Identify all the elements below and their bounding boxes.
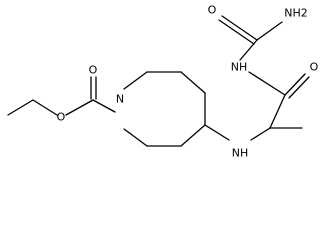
bond-amine-ch [250, 127, 271, 141]
bond-carbonyl-ring-n [92, 99, 116, 113]
atom-nh-amine: NH [232, 147, 249, 160]
bond-ring-amine [204, 124, 230, 141]
bond-imide-urea [239, 39, 258, 61]
molecule-structure: NH2 O NH O O O N NH [7, 4, 319, 160]
atom-o-urea: O [208, 4, 217, 17]
bonds [7, 15, 310, 147]
atom-o-ester-carbonyl: O [89, 64, 98, 77]
bond-urea-double-2 [218, 19, 255, 45]
bond-amide-double-2 [288, 76, 310, 99]
bond-ring-7 [123, 128, 148, 147]
bond-ester-o-carbonyl [65, 99, 94, 116]
atom-n-ring: N [116, 93, 124, 106]
atom-nh-imide: NH [231, 61, 248, 74]
bond-amide-double-1 [284, 73, 306, 96]
atom-labels: NH2 O NH O O O N NH [57, 4, 319, 160]
bond-ring-5 [180, 124, 206, 147]
bond-ring-3 [180, 71, 206, 94]
bond-ethyl-ester-o [32, 99, 58, 116]
bond-urea-nh2 [256, 21, 283, 41]
bond-urea-double-1 [221, 15, 258, 41]
bond-amide-imide [248, 71, 286, 96]
atom-o-amide: O [310, 61, 319, 74]
atom-nh2: NH2 [284, 7, 308, 20]
atom-o-ester: O [57, 111, 66, 124]
bond-ring-1 [123, 71, 148, 90]
bond-methyl-ethyl [7, 99, 34, 116]
bond-ch-amide [269, 94, 286, 129]
